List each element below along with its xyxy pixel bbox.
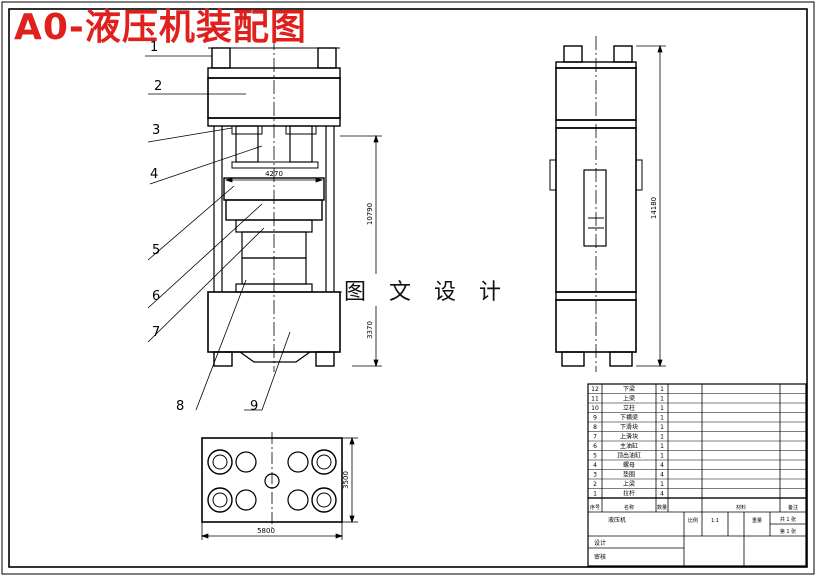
bom-qty: 1	[660, 424, 664, 431]
sheet-number: 第 1 张	[780, 528, 796, 535]
sheet-total: 共 1 张	[780, 516, 796, 523]
callout-2: 2	[154, 79, 162, 94]
bom-name: 顶出油缸	[617, 452, 641, 460]
bom-qty: 1	[660, 415, 664, 422]
side-dimensions	[636, 44, 666, 368]
callout-6: 6	[152, 289, 160, 304]
callout-9: 9	[250, 399, 258, 414]
bom-qty: 1	[660, 405, 664, 412]
bom-name: 立柱	[623, 404, 635, 412]
bom-no: 1	[593, 491, 597, 498]
bom-no: 7	[593, 434, 597, 441]
watermark-text: 图 文 设 计	[342, 274, 511, 306]
bom-qty: 1	[660, 386, 664, 393]
front-dimensions	[224, 134, 382, 368]
bom-qty: 1	[660, 453, 664, 460]
hdr-material: 材料	[736, 504, 746, 511]
bom-qty: 4	[660, 462, 664, 469]
top-nut-left	[211, 47, 231, 69]
bom-no: 11	[591, 396, 599, 403]
dim-front-height: 10790	[366, 203, 374, 225]
top-dimensions	[200, 436, 358, 540]
bom-name: 上滑块	[620, 433, 638, 441]
checker-label: 审核	[594, 553, 606, 561]
dim-base-depth: 3500	[342, 471, 350, 489]
callout-1: 1	[150, 40, 158, 55]
side-view	[549, 36, 643, 372]
bom-no: 12	[591, 386, 599, 393]
bom-name: 下横梁	[620, 414, 638, 422]
scale-value: 1:1	[711, 518, 719, 524]
bom-name: 垫圈	[623, 471, 635, 479]
bottom-nut-left	[213, 351, 233, 367]
scale-label: 比例	[688, 517, 698, 524]
hdr-name: 名称	[624, 504, 634, 511]
drawing-title: A0-液压机装配图	[14, 7, 307, 48]
bom-qty: 4	[660, 491, 664, 498]
cylinder-right	[289, 125, 313, 163]
weight-label: 重量	[752, 517, 762, 524]
bom-name: 主油缸	[620, 442, 638, 450]
hdr-remark: 备注	[788, 504, 798, 511]
bom-name: 下梁	[623, 385, 635, 393]
leader-lines	[145, 55, 291, 411]
drawing-name: 液压机	[608, 516, 626, 524]
top-view	[201, 432, 343, 528]
hdr-seq: 序号	[590, 504, 600, 511]
bom-name: 下滑块	[620, 423, 638, 431]
bom-no: 5	[593, 453, 597, 460]
callout-3: 3	[152, 123, 160, 138]
bom-qty: 1	[660, 396, 664, 403]
bom-name: 拉杆	[623, 490, 635, 498]
dim-inner-width: 4270	[265, 170, 283, 178]
bom-no: 8	[593, 424, 597, 431]
callout-7: 7	[152, 325, 160, 340]
bom-no: 3	[593, 472, 597, 479]
dim-base-width: 5800	[257, 527, 275, 535]
bom-no: 4	[593, 462, 597, 469]
inner-border	[8, 8, 808, 568]
callout-8: 8	[176, 399, 184, 414]
bom-name: 上梁	[623, 480, 635, 488]
hdr-qty: 数量	[657, 504, 667, 511]
callout-5: 5	[152, 243, 160, 258]
dim-side-height: 14180	[650, 197, 658, 219]
bom-qty: 1	[660, 443, 664, 450]
bom-name: 上梁	[623, 395, 635, 403]
front-view	[207, 36, 341, 372]
bom-qty: 4	[660, 472, 664, 479]
bom-qty: 1	[660, 481, 664, 488]
bom-no: 2	[593, 481, 597, 488]
designer-label: 设计	[594, 539, 606, 547]
bom-no: 10	[591, 405, 599, 412]
cylinder-left	[235, 125, 259, 163]
bottom-nut-right	[315, 351, 335, 367]
top-nut-right	[317, 47, 337, 69]
title-block	[587, 497, 807, 567]
bom-no: 6	[593, 443, 597, 450]
bom-no: 9	[593, 415, 597, 422]
callout-4: 4	[150, 167, 158, 182]
bom-qty: 1	[660, 434, 664, 441]
dim-lower-height: 3370	[366, 321, 374, 339]
bom-name: 螺母	[623, 461, 635, 469]
